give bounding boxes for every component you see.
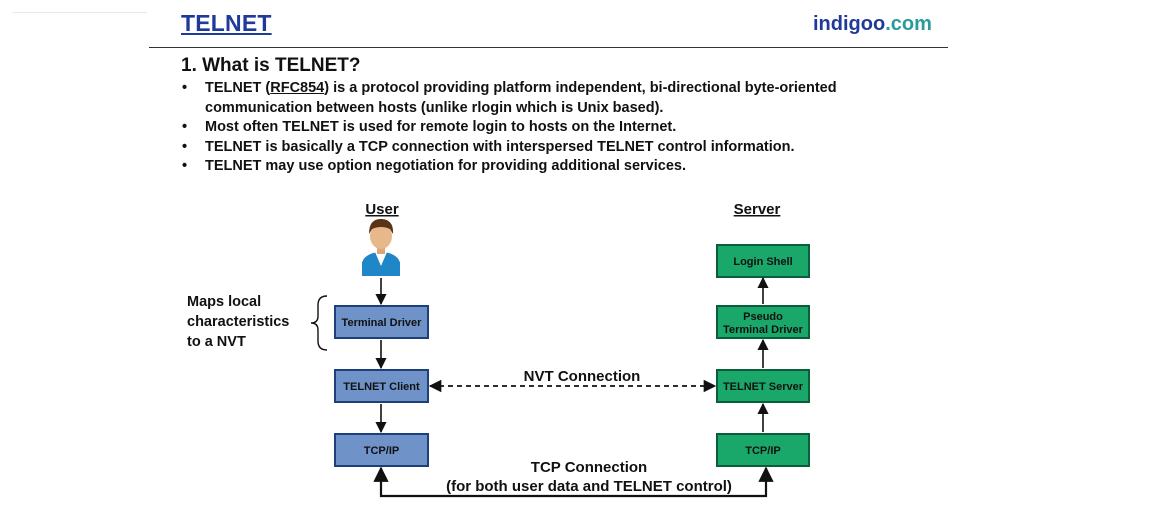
- bullet-text: TELNET is basically a TCP connection wit…: [205, 138, 795, 155]
- note-line-2: characteristics: [187, 314, 289, 330]
- user-tcpip-box: [334, 433, 429, 467]
- telnet-client-box: [334, 369, 429, 403]
- header-divider: [149, 47, 948, 48]
- bullet-item: • TELNET may use option negotiation for …: [181, 157, 941, 177]
- server-tcpip-box: [716, 433, 810, 467]
- user-tcpip-label: TCP/IP: [364, 445, 399, 457]
- telnet-server-label: TELNET Server: [723, 381, 804, 393]
- bullet-marker: •: [182, 119, 188, 135]
- bullet-text-suffix: ) is a protocol providing platform indep…: [324, 80, 837, 96]
- telnet-client-label: TELNET Client: [343, 381, 420, 393]
- nvt-connection-label: NVT Connection: [524, 368, 641, 385]
- bullet-item: • TELNET (RFC854) is a protocol providin…: [181, 79, 941, 118]
- bullet-item: • TELNET is basically a TCP connection w…: [181, 138, 941, 158]
- rfc-link[interactable]: RFC854: [270, 80, 325, 96]
- note-line-1: Maps local: [187, 294, 261, 310]
- user-person-icon: [362, 218, 400, 276]
- bullet-text-prefix: TELNET (: [205, 80, 271, 96]
- page-title: TELNET: [181, 10, 272, 36]
- tcp-connection-sublabel: (for both user data and TELNET control): [446, 478, 732, 495]
- bullet-text: Most often TELNET is used for remote log…: [205, 119, 677, 135]
- terminal-driver-label: Terminal Driver: [342, 317, 423, 329]
- user-heading: User: [365, 201, 399, 218]
- bullet-marker: •: [182, 80, 188, 96]
- bullet-text-continuation: communication between hosts (unlike rlog…: [205, 99, 664, 116]
- bullet-text: TELNET may use option negotiation for pr…: [205, 158, 686, 174]
- section-heading: 1. What is TELNET?: [181, 55, 361, 76]
- bullet-marker: •: [182, 158, 188, 174]
- top-faint-line: [12, 12, 147, 13]
- bullet-marker: •: [182, 138, 188, 155]
- curly-brace-icon: [310, 295, 328, 351]
- brand-logo: indigoo.com: [813, 13, 932, 36]
- login-shell-label: Login Shell: [733, 256, 792, 268]
- pseudo-terminal-driver-box: [716, 305, 810, 339]
- bullet-list: • TELNET (RFC854) is a protocol providin…: [181, 79, 941, 177]
- note-line-3: to a NVT: [187, 334, 246, 350]
- terminal-driver-box: [334, 305, 429, 339]
- brand-name: indigoo: [813, 13, 886, 35]
- pseudo-label: Pseudo: [743, 311, 783, 323]
- bullet-item: • Most often TELNET is used for remote l…: [181, 118, 941, 138]
- server-tcpip-label: TCP/IP: [745, 445, 780, 457]
- tcp-connection-label: TCP Connection: [531, 459, 647, 476]
- server-heading: Server: [734, 201, 781, 218]
- telnet-server-box: [716, 369, 810, 403]
- terminal-driver-server-label: Terminal Driver: [723, 324, 804, 336]
- tcp-connection-arrow: [373, 466, 774, 498]
- brand-domain: .com: [885, 13, 932, 35]
